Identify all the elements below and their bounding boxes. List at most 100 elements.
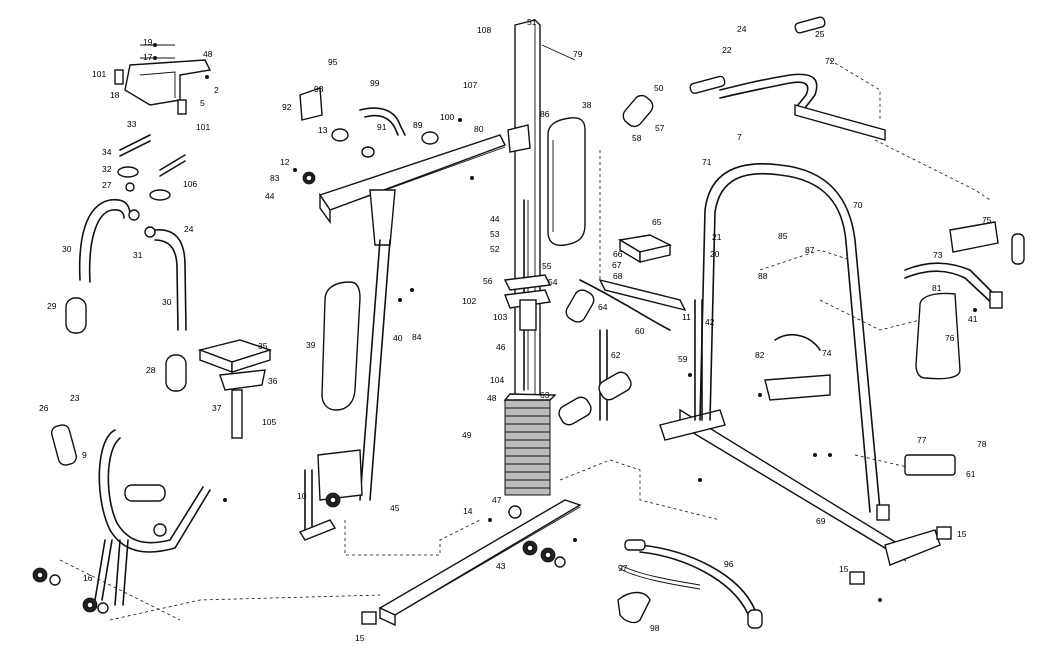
- callout-57: 57: [655, 123, 665, 133]
- callout-86: 86: [540, 109, 550, 119]
- rear-upright-frame: [298, 239, 391, 541]
- callout-75: 75: [982, 215, 992, 225]
- arch-frame: [699, 163, 890, 521]
- callout-95: 95: [328, 57, 338, 67]
- callout-105: 105: [262, 417, 276, 427]
- callout-51: 51: [527, 17, 537, 27]
- callout-39: 39: [306, 340, 316, 350]
- callout-71: 71: [702, 157, 712, 167]
- callout-58: 58: [632, 133, 642, 143]
- callout-101: 101: [196, 122, 210, 132]
- callout-108: 108: [477, 25, 491, 35]
- callout-66: 66: [613, 249, 623, 259]
- callout-67: 67: [612, 260, 622, 270]
- callout-76: 76: [945, 333, 955, 343]
- callout-96: 96: [724, 559, 734, 569]
- callout-78: 78: [977, 439, 987, 449]
- callout-16: 16: [83, 573, 93, 583]
- callout-15: 15: [957, 529, 967, 539]
- callout-14: 14: [463, 506, 473, 516]
- hardware-fasteners: [153, 43, 977, 602]
- callout-46: 46: [496, 342, 506, 352]
- callout-64: 64: [598, 302, 608, 312]
- callout-92: 92: [282, 102, 292, 112]
- front-base-beam: [361, 499, 582, 627]
- callout-24: 24: [184, 224, 194, 234]
- callout-45: 45: [390, 503, 400, 513]
- weight-stack: [503, 199, 557, 496]
- callout-53: 53: [490, 229, 500, 239]
- callout-52: 52: [490, 244, 500, 254]
- callout-5: 5: [200, 98, 205, 108]
- callout-48: 48: [487, 393, 497, 403]
- callout-31: 31: [133, 250, 143, 260]
- back-pad: [547, 117, 586, 247]
- callout-10: 10: [297, 491, 307, 501]
- assembly-guide-lines: [59, 59, 991, 621]
- callout-81: 81: [932, 283, 942, 293]
- callout-83: 83: [270, 173, 280, 183]
- callout-48: 48: [203, 49, 213, 59]
- callout-68: 68: [613, 271, 623, 281]
- callout-99: 99: [370, 78, 380, 88]
- callout-9: 9: [82, 450, 87, 460]
- callout-29: 29: [47, 301, 57, 311]
- callout-102: 102: [462, 296, 476, 306]
- callout-22: 22: [722, 45, 732, 55]
- callout-33: 33: [127, 119, 137, 129]
- callout-12: 12: [280, 157, 290, 167]
- callout-25: 25: [815, 29, 825, 39]
- callout-37: 37: [212, 403, 222, 413]
- callout-36: 36: [268, 376, 278, 386]
- lat-arm-linkage: [299, 87, 439, 185]
- pulley-bracket-set: [117, 134, 186, 201]
- overhead-handle-frame: [689, 16, 886, 141]
- callout-61: 61: [966, 469, 976, 479]
- callout-35: 35: [258, 341, 268, 351]
- callout-69: 69: [816, 516, 826, 526]
- callout-30: 30: [62, 244, 72, 254]
- callout-106: 106: [183, 179, 197, 189]
- callout-80: 80: [474, 124, 484, 134]
- callout-87: 87: [805, 245, 815, 255]
- callout-82: 82: [755, 350, 765, 360]
- callout-19: 19: [143, 37, 153, 47]
- callout-labels: 108 51 79 19 17 48 101 18 2 5 101 95 92 …: [39, 17, 992, 643]
- callout-23: 23: [70, 393, 80, 403]
- callout-42: 42: [705, 317, 715, 327]
- callout-79: 79: [573, 49, 583, 59]
- callout-30: 30: [162, 297, 172, 307]
- callout-41: 41: [968, 314, 978, 324]
- callout-74: 74: [822, 348, 832, 358]
- callout-100: 100: [440, 112, 454, 122]
- callout-97: 97: [618, 563, 628, 573]
- callout-18: 18: [110, 90, 120, 100]
- leg-extension-pad: [618, 234, 831, 401]
- callout-59: 59: [678, 354, 688, 364]
- callout-85: 85: [778, 231, 788, 241]
- callout-34: 34: [102, 147, 112, 157]
- callout-17: 17: [143, 52, 153, 62]
- main-upright-column: [507, 19, 576, 496]
- callout-50: 50: [654, 83, 664, 93]
- curved-press-arms: [65, 198, 187, 392]
- callout-98: 98: [650, 623, 660, 633]
- callout-2: 2: [214, 85, 219, 95]
- callout-44: 44: [265, 191, 275, 201]
- seat-back-pad: [321, 281, 361, 411]
- callout-26: 26: [39, 403, 49, 413]
- callout-47: 47: [492, 495, 502, 505]
- callout-60: 60: [635, 326, 645, 336]
- callout-72: 72: [825, 56, 835, 66]
- arm-bracket-assembly: [114, 44, 212, 115]
- callout-91: 91: [377, 122, 387, 132]
- callout-43: 43: [496, 561, 506, 571]
- roller-pads: [558, 94, 956, 476]
- callout-21: 21: [712, 232, 722, 242]
- callout-54: 54: [548, 277, 558, 287]
- callout-27: 27: [102, 180, 112, 190]
- lat-bar-and-chain: [617, 539, 763, 629]
- callout-38: 38: [582, 100, 592, 110]
- top-frame-beam: [318, 134, 506, 246]
